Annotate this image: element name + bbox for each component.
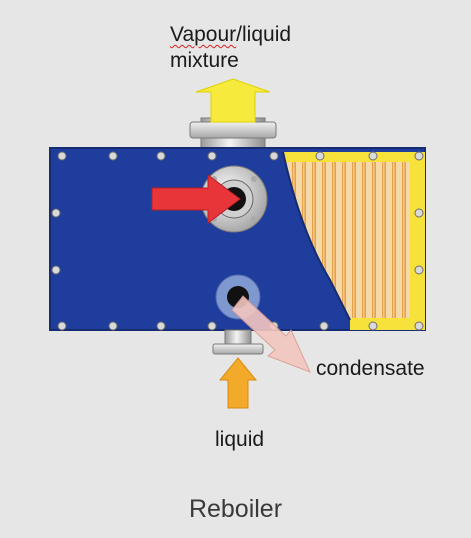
vapour-mixture-label-line1: Vapour/liquid [170,23,291,47]
cutaway-edge [282,151,351,321]
steam-arrow [151,174,241,224]
condensate-arrow [231,295,311,373]
diagram-title: Reboiler [188,495,283,523]
liquid-label: liquid [215,428,265,451]
condensate-label: condensate [316,357,425,380]
vapour-word: Vapour [170,23,237,46]
vapour-mixture-label-line2: mixture [170,49,239,72]
vapour-outlet-nozzle [189,117,277,149]
vapour-rest: /liquid [236,23,292,46]
liquid-arrow [218,357,258,409]
vapour-arrow [195,78,271,123]
liquid-inlet-nozzle [212,329,264,355]
